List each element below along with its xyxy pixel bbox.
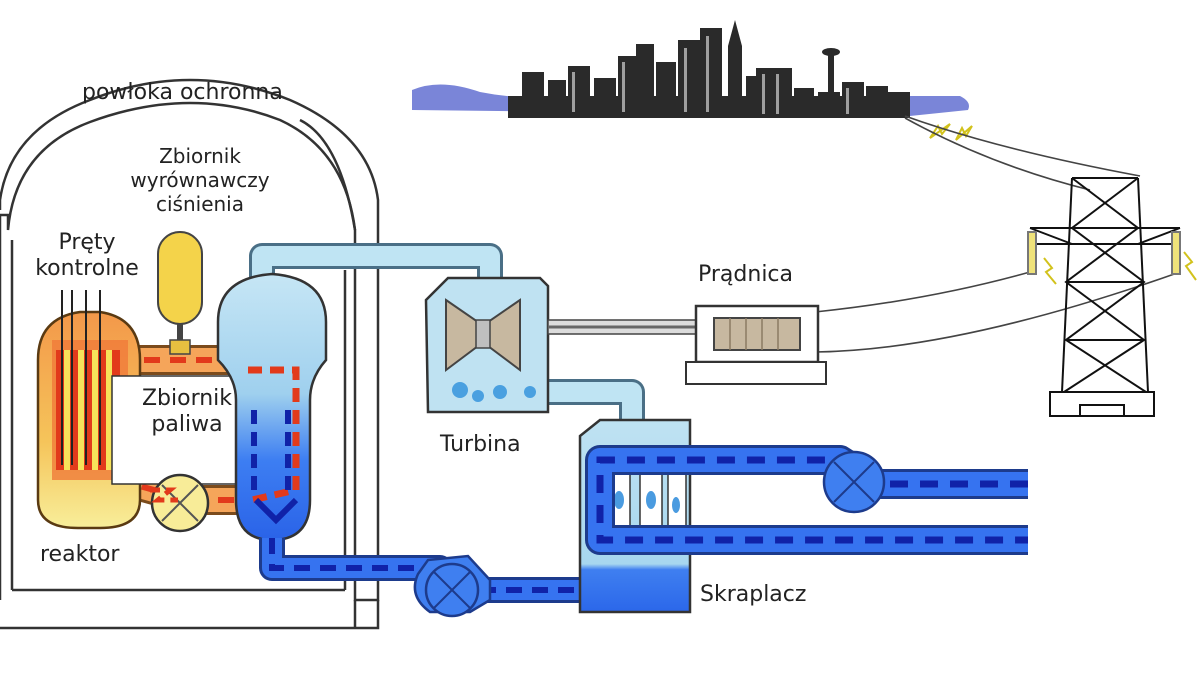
label-reactor: reaktor <box>40 542 120 567</box>
feedwater-pump-icon <box>413 554 492 618</box>
label-fuel-tank-line2: paliwa <box>151 412 223 438</box>
pressurizer <box>157 231 203 355</box>
turbine-icon <box>424 276 550 414</box>
label-control-rods-line2: kontrolne <box>35 256 139 282</box>
containment-building <box>0 78 380 630</box>
label-fuel-tank-line1: Zbiornik <box>141 386 233 411</box>
cooling-water-loop <box>585 445 1028 555</box>
label-control-rods: Pręty kontrolne <box>22 230 152 283</box>
label-containment: powłoka ochronna <box>82 80 283 105</box>
label-condenser: Skraplacz <box>700 582 807 607</box>
label-pressurizer-line1: Zbiornik <box>159 144 241 168</box>
control-rods <box>61 290 101 465</box>
label-turbine: Turbina <box>440 432 521 457</box>
label-pressurizer-line3: ciśnienia <box>156 192 244 216</box>
label-generator: Prądnica <box>698 262 794 287</box>
turbine-shaft <box>547 319 697 335</box>
label-pressurizer: Zbiornik wyrównawczy ciśnienia <box>130 144 270 216</box>
primary-pump-icon <box>150 473 210 533</box>
generator-icon <box>685 304 827 385</box>
transmission-tower <box>1027 177 1197 417</box>
steam-generator <box>216 272 328 542</box>
city-skyline <box>412 20 973 141</box>
power-lines <box>814 115 1181 353</box>
label-pressurizer-line2: wyrównawczy <box>130 168 270 192</box>
label-fuel-tank: Zbiornik paliwa <box>112 386 262 439</box>
label-control-rods-line1: Pręty <box>58 230 116 255</box>
